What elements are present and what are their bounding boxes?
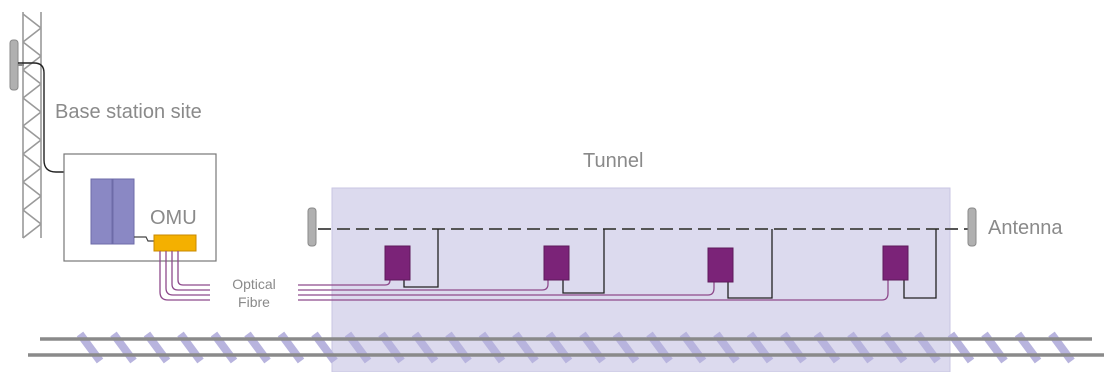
base-station-site-label: Base station site xyxy=(55,101,202,123)
tunnel-area xyxy=(331,187,951,372)
antenna-left-icon xyxy=(307,207,317,247)
lattice-tower-icon xyxy=(22,12,42,239)
bts-omu-link xyxy=(134,236,155,242)
remote-unit-icon-3 xyxy=(707,247,734,283)
repeater-taps xyxy=(403,229,937,299)
antenna-label: Antenna xyxy=(988,217,1063,239)
antenna-right-icon xyxy=(967,207,977,247)
base-station-unit xyxy=(90,178,135,245)
fibre-label: Fibre xyxy=(238,294,270,310)
feeder-cable xyxy=(18,62,103,180)
remote-unit-icon-1 xyxy=(384,245,411,281)
optical-fibre-bundle xyxy=(159,251,210,301)
omu-label: OMU xyxy=(150,207,197,229)
tunnel-label: Tunnel xyxy=(583,150,644,172)
remote-unit-icon-4 xyxy=(882,245,909,281)
fibre-runs xyxy=(298,278,889,301)
remote-unit-icon-2 xyxy=(543,245,570,281)
railway-track xyxy=(28,331,1104,364)
optical-fibre-label: Optical Fibre xyxy=(212,275,296,311)
tower-antenna-icon xyxy=(9,39,24,91)
optical-label: Optical xyxy=(232,276,276,292)
optical-master-unit-icon xyxy=(153,234,197,252)
